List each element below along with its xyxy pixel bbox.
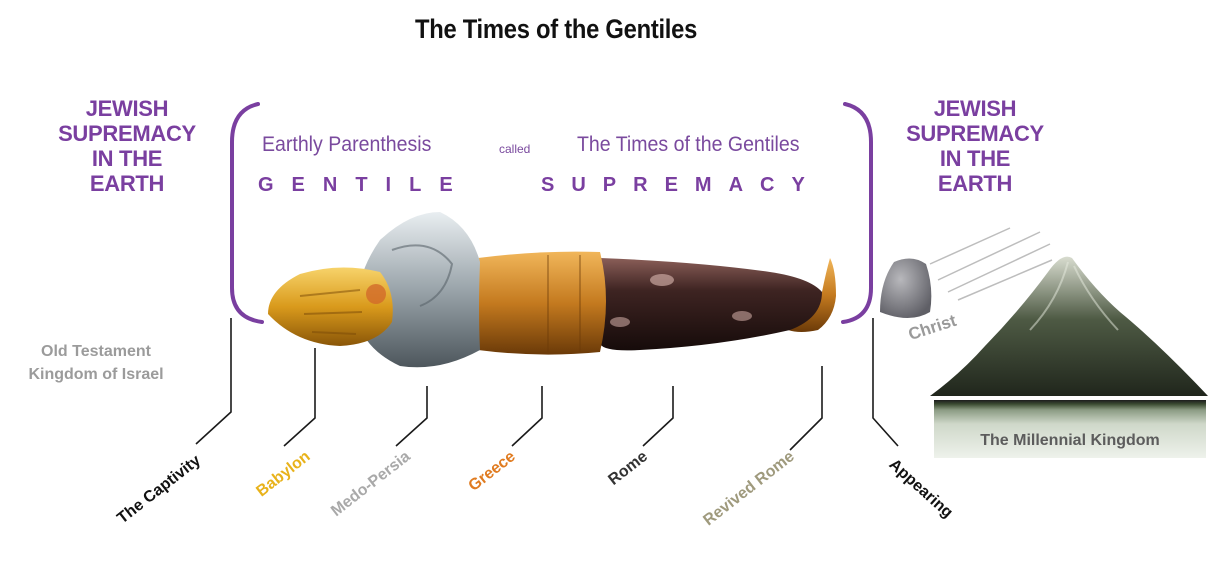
- label-millennial-kingdom: The Millennial Kingdom: [934, 432, 1206, 450]
- statue-legs-iron: [600, 258, 822, 350]
- stone-icon: [880, 258, 931, 318]
- stone-motion-lines: [930, 228, 1052, 300]
- left-bracket: [232, 104, 262, 322]
- statue-belly-bronze: [474, 252, 606, 355]
- iron-highlight: [610, 317, 630, 327]
- iron-highlight: [650, 274, 674, 286]
- iron-highlight: [732, 311, 752, 321]
- right-bracket: [843, 104, 871, 322]
- mountain-icon: [930, 257, 1208, 396]
- statue-head-gold: [268, 267, 393, 346]
